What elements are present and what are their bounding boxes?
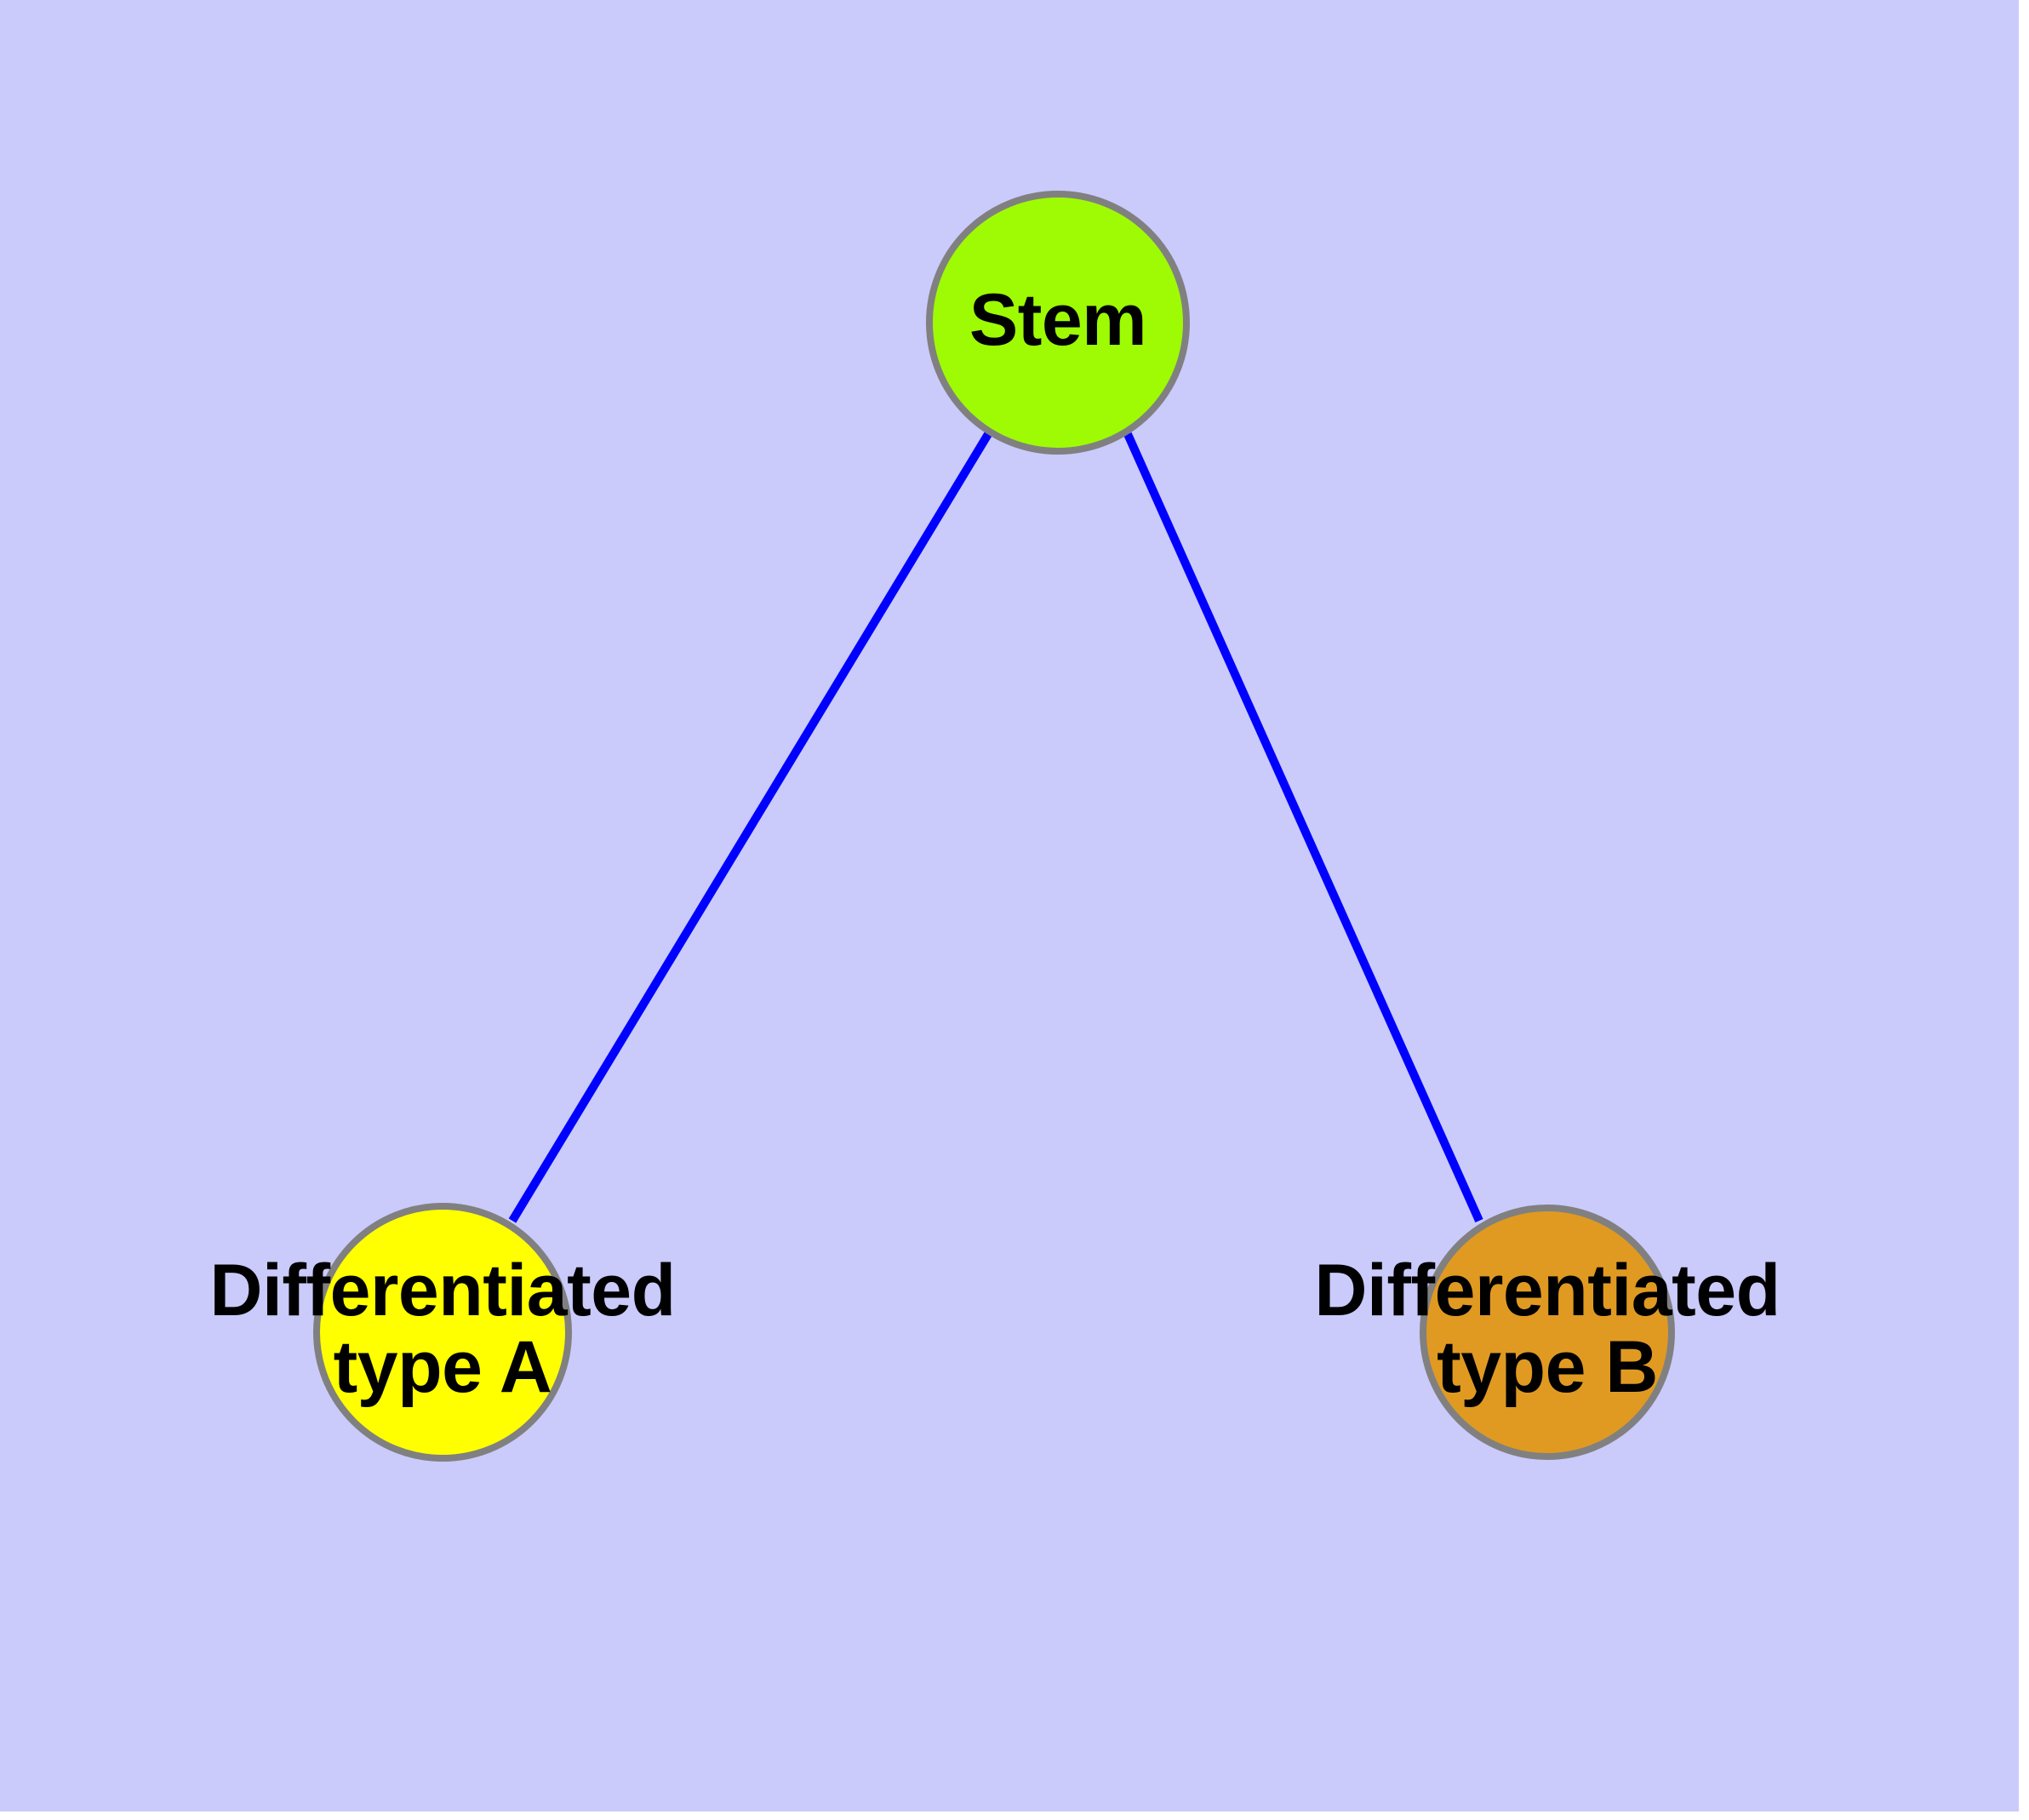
edge-stem-diff-a[interactable] <box>508 432 992 1223</box>
node-differentiated-type-a[interactable] <box>313 1203 572 1462</box>
edge-layer <box>508 432 1483 1223</box>
edge-stem-diff-b[interactable] <box>1123 432 1483 1223</box>
node-differentiated-type-b[interactable] <box>1420 1205 1675 1460</box>
node-stem[interactable] <box>926 191 1190 455</box>
node-layer <box>313 191 1675 1462</box>
